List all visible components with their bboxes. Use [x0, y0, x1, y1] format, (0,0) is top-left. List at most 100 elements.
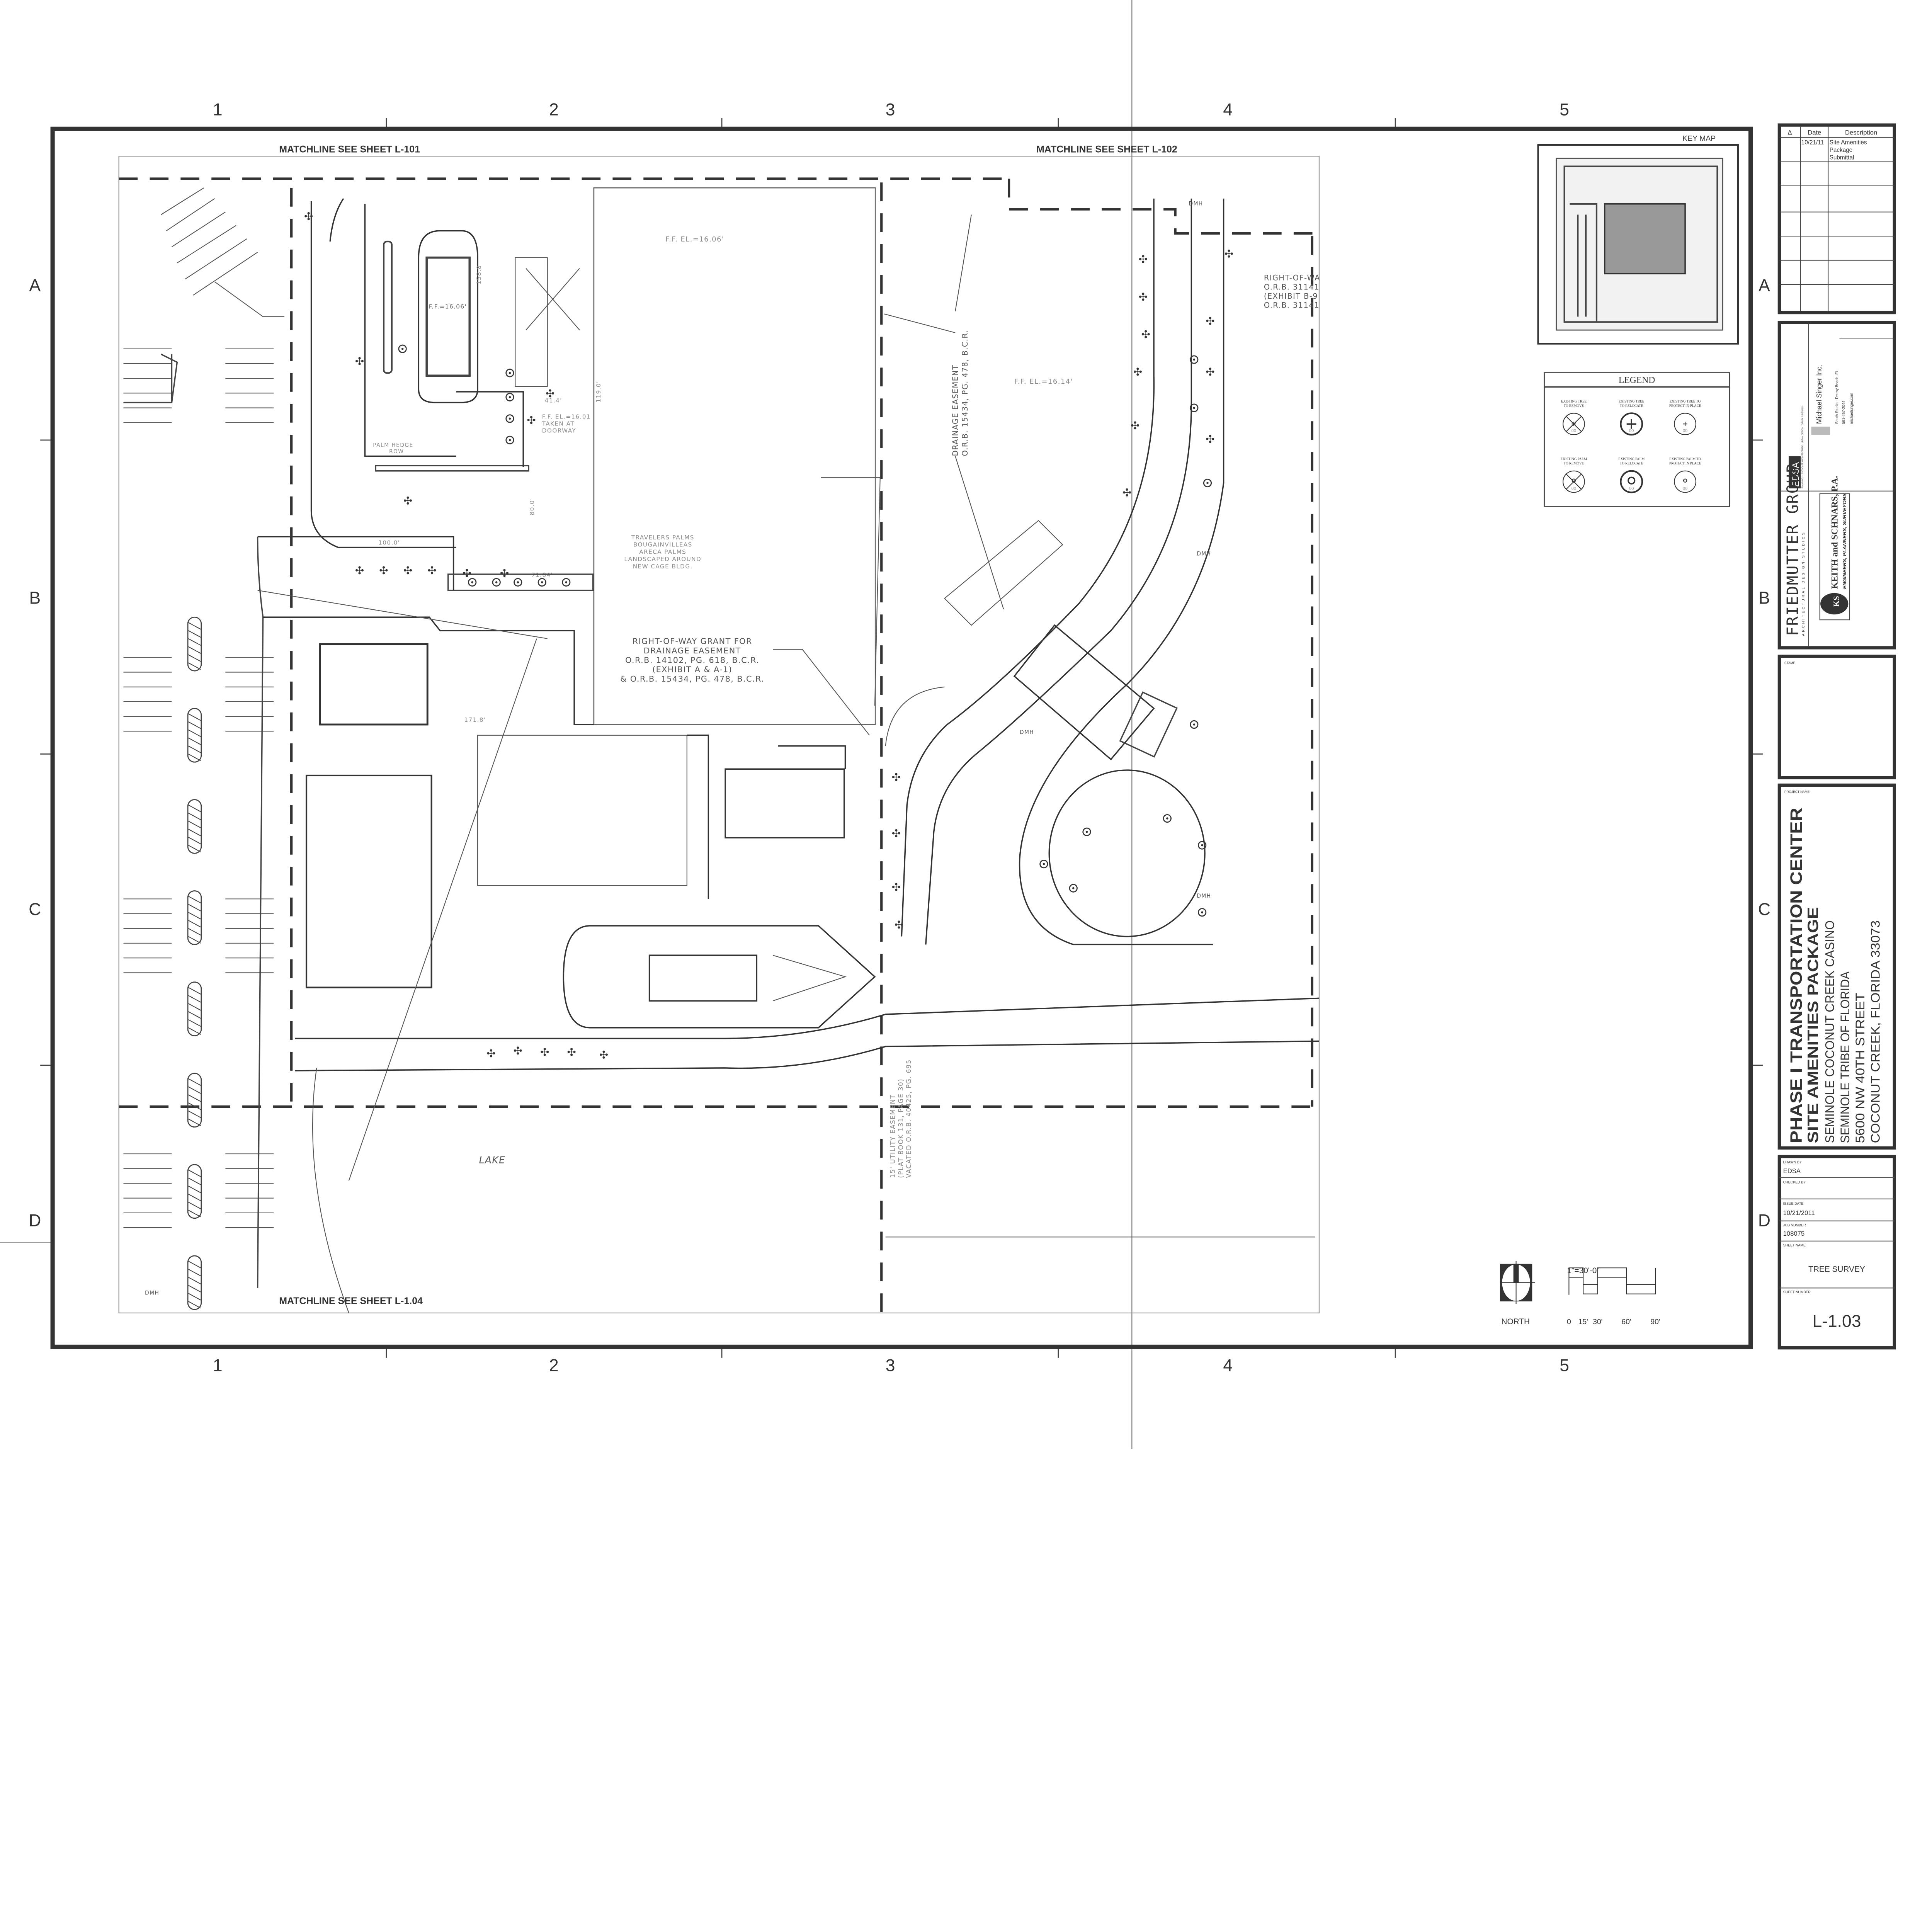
svg-text:✣: ✣: [355, 564, 364, 577]
row-label: C: [1758, 900, 1770, 919]
parking-island: [187, 1255, 202, 1310]
existing-tree-icon: [1190, 403, 1199, 412]
palm-tree-icon: ✣: [892, 827, 901, 840]
existing-tree-icon: [537, 578, 546, 587]
existing-tree-icon: [492, 578, 501, 587]
palm-tree-icon: ✣: [527, 414, 536, 427]
issue-date-value: 10/21/2011: [1783, 1209, 1815, 1216]
existing-tree-icon: [514, 578, 522, 587]
tree-symbols: ✣✣✣✣✣✣✣✣✣✣✣✣✣✣✣✣✣✣✣✣✣✣✣✣✣✣✣✣✣✣: [304, 210, 1233, 1061]
access-road-edge: [925, 198, 1192, 945]
row-label: B: [1759, 589, 1770, 608]
building: [687, 735, 846, 899]
palm-tree-icon: ✣: [1133, 366, 1142, 378]
palm-tree-icon: ✣: [1225, 248, 1233, 260]
job-number-value: 108075: [1783, 1230, 1805, 1237]
existing-tree-icon: [1039, 859, 1048, 869]
palm-tree-icon: ✣: [1206, 433, 1214, 446]
column-label: 4: [1223, 1356, 1233, 1375]
legend-symbol-tag: 00: [1683, 429, 1687, 433]
tree-relocate-icon: 00: [1620, 412, 1643, 436]
friedmutter-logo: FRIEDMUTTER GROUP: [1784, 463, 1802, 636]
palm-relocate-icon: 00: [1620, 470, 1643, 493]
drainage-easement-note: DRAINAGE EASEMENTO.R.B. 15434, PG. 478, …: [951, 330, 969, 456]
matchline-label: MATCHLINE SEE SHEET L-1.04: [279, 1296, 423, 1306]
building-north: [418, 230, 478, 403]
bus-loop: [563, 925, 876, 1029]
palm-tree-icon: ✣: [403, 564, 412, 577]
palm-protect-icon: 00: [1674, 470, 1696, 493]
edsa-tagline: PLANNING · LANDSCAPE ARCHITECTURE · URBA…: [1802, 406, 1804, 488]
palm-tree-icon: ✣: [355, 564, 364, 577]
palm-tree-icon: ✣: [500, 567, 509, 580]
dmh-label: DMH: [1189, 201, 1203, 207]
palm-tree-icon: ✣: [895, 918, 903, 931]
grid-reference-labels: 1 2 3 4 5 1 2 3 4 5 A B C D A B C D: [29, 100, 1770, 1375]
matchline-label: MATCHLINE SEE SHEET L-101: [279, 144, 420, 155]
row-label: C: [29, 900, 41, 919]
row-label: B: [29, 589, 41, 608]
legend-title: LEGEND: [1619, 375, 1655, 385]
project-info: PHASE I TRANSPORTATION CENTER SITE AMENI…: [1787, 808, 1882, 1143]
project-owner: SEMINOLE TRIBE OF FLORIDA: [1838, 971, 1852, 1143]
dimension-label: 171.8': [464, 716, 486, 723]
property-line: [1007, 179, 1319, 235]
svg-text:✣: ✣: [892, 881, 901, 894]
sheet-info: DRAWN BY EDSA CHECKED BY ISSUE DATE 10/2…: [1783, 1160, 1865, 1331]
svg-text:✣: ✣: [892, 827, 901, 840]
stamp-label: STAMP: [1784, 661, 1796, 665]
existing-tree-icon: [1197, 908, 1207, 917]
curb-line: [257, 536, 594, 591]
manhole-labels: DMH DMH DMH DMH DMH: [145, 201, 1211, 1296]
existing-tree-icon: [505, 435, 514, 444]
existing-tree-icon: [398, 344, 407, 353]
keith-tagline: ENGINEERS, PLANNERS, SURVEYORS: [1842, 493, 1847, 589]
row-label: A: [29, 276, 41, 295]
svg-text:✣: ✣: [1225, 248, 1233, 260]
svg-text:✣: ✣: [527, 414, 536, 427]
svg-text:✣: ✣: [540, 1046, 549, 1059]
svg-text:✣: ✣: [486, 1047, 495, 1060]
keith-logo-initials: KS: [1832, 596, 1841, 607]
existing-tree-icon: [1190, 720, 1199, 729]
svg-text:✣: ✣: [403, 564, 412, 577]
legend-symbol-tag: 00: [1571, 429, 1576, 433]
keith-name: KEITH and SCHNARS, P.A.: [1830, 476, 1840, 589]
palm-tree-icon: ✣: [1206, 315, 1214, 327]
column-label: 5: [1560, 1356, 1569, 1375]
sidewalk: [885, 686, 945, 746]
project-box: [1777, 783, 1896, 1150]
existing-tree-icon: [562, 578, 571, 587]
palm-tree-icon: ✣: [892, 771, 901, 784]
palm-tree-icon: ✣: [463, 567, 471, 580]
svg-text:✣: ✣: [895, 918, 903, 931]
firms-frame: [1777, 321, 1896, 650]
sheet-info-box: [1777, 1155, 1896, 1350]
road-edge: [295, 1040, 1319, 1071]
column-label: 1: [213, 100, 223, 119]
palm-hedge-row: [375, 465, 529, 472]
structure: [515, 257, 580, 387]
palm-tree-icon: ✣: [1141, 328, 1150, 341]
dmh-label: DMH: [1197, 893, 1211, 899]
column-label: 5: [1560, 100, 1569, 119]
scale-tick: 90': [1650, 1318, 1660, 1326]
access-road-edge: [1019, 198, 1225, 946]
curb-line: [364, 204, 456, 457]
shelter: [1119, 691, 1178, 758]
dimension-label: 80.0': [529, 498, 536, 515]
column-label: 1: [213, 1356, 223, 1375]
north-arrow-icon: [1500, 1261, 1535, 1304]
svg-text:✣: ✣: [463, 567, 471, 580]
existing-tree-icon: [1082, 827, 1091, 836]
singer-address: South Studio - Delray Beach, FL: [1835, 370, 1839, 424]
svg-text:✣: ✣: [304, 210, 313, 223]
